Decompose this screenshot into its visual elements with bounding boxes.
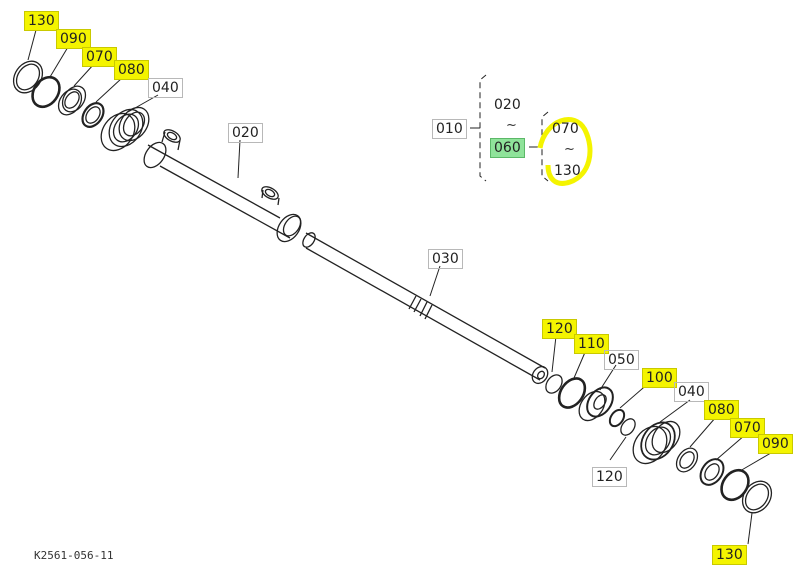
callout-ring-120-upper: 120 bbox=[542, 319, 577, 339]
callout-o-ring-110: 110 bbox=[574, 334, 609, 354]
legend-range-symbol-1: ~ bbox=[506, 118, 517, 133]
callout-seal-lower: 080 bbox=[704, 400, 739, 420]
callout-cylinder-tube: 020 bbox=[228, 123, 263, 143]
piston-rod bbox=[302, 232, 549, 385]
callout-ring-100: 100 bbox=[642, 368, 677, 388]
gland-upper bbox=[100, 106, 150, 152]
callout-piston: 050 bbox=[604, 350, 639, 370]
callout-ring-120-lower: 120 bbox=[592, 467, 627, 487]
callout-seal-upper: 080 bbox=[114, 60, 149, 80]
legend-sub-range-end: 130 bbox=[554, 163, 581, 179]
o-ring-lower bbox=[720, 468, 750, 502]
highlight-loop bbox=[537, 117, 593, 186]
callout-snap-ring-lower: 130 bbox=[712, 545, 747, 565]
legend-range-end: 060 bbox=[490, 138, 525, 158]
reference-code: K2561-056-11 bbox=[34, 549, 114, 562]
cylinder-tube bbox=[143, 129, 302, 243]
backup-ring-lower bbox=[699, 458, 725, 486]
callout-snap-ring-upper: 130 bbox=[24, 11, 59, 31]
ring-100 bbox=[608, 408, 626, 428]
callout-gland-upper: 040 bbox=[148, 78, 183, 98]
legend-range-start: 020 bbox=[494, 97, 521, 113]
callout-gland-lower: 040 bbox=[674, 382, 709, 402]
ring-120-upper bbox=[545, 374, 563, 394]
backup-ring-upper bbox=[57, 85, 87, 116]
legend-range-symbol-2: ~ bbox=[564, 142, 575, 157]
snap-ring-lower bbox=[741, 480, 773, 514]
o-ring-upper bbox=[31, 75, 61, 109]
seal-lower bbox=[675, 447, 699, 473]
legend-parent-number: 010 bbox=[432, 119, 467, 139]
callout-piston-rod: 030 bbox=[428, 249, 463, 269]
ring-120-lower bbox=[620, 418, 636, 436]
o-ring-110 bbox=[557, 377, 587, 409]
callout-backup-ring-lower: 070 bbox=[730, 418, 765, 438]
callout-backup-ring-upper: 070 bbox=[82, 47, 117, 67]
legend-sub-range-start: 070 bbox=[552, 121, 579, 137]
callout-o-ring-lower: 090 bbox=[758, 434, 793, 454]
seal-upper bbox=[81, 102, 105, 128]
piston bbox=[578, 386, 614, 422]
callout-o-ring-upper: 090 bbox=[56, 29, 91, 49]
snap-ring-upper bbox=[12, 60, 44, 94]
gland-lower bbox=[632, 420, 681, 465]
